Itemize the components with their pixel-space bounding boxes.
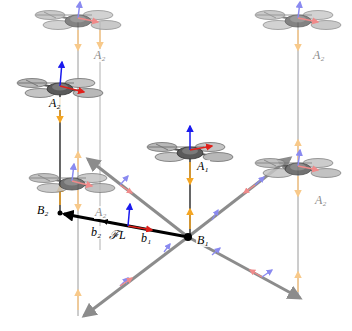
anchor-label: A₁ (196, 160, 210, 173)
anchor-label: A₂ (48, 97, 62, 110)
vector-label: b₂ (90, 226, 102, 239)
point-label: B₁ (196, 234, 210, 247)
point-label: B₂ (36, 204, 50, 217)
vector-label: b₁ (140, 232, 152, 245)
anchor-label: A₂ (93, 49, 107, 62)
anchor-label: A₂ (94, 206, 108, 219)
anchor-label: A₂ (314, 194, 328, 207)
frame-label: ℱL (108, 229, 127, 242)
anchor-label: A₂ (312, 49, 326, 62)
